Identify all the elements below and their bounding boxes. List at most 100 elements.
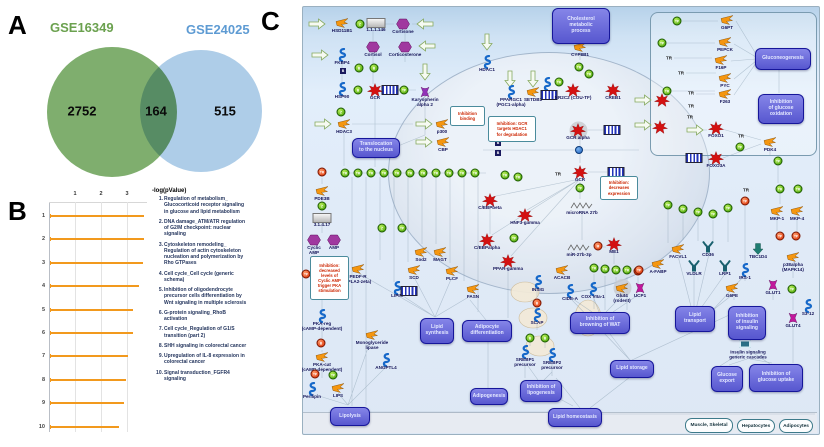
protein-icon — [548, 348, 557, 362]
process-arrow-icon — [686, 124, 704, 136]
metabolite-icon — [366, 41, 380, 53]
monitor-icon — [739, 340, 751, 348]
node-label: CREB1 — [605, 95, 621, 100]
map-text-tr: TR — [688, 103, 694, 109]
process-box-glucose-export: Glucose export — [711, 366, 743, 392]
bar-2 — [50, 237, 144, 242]
process-box-adipogenesis: Adipogenesis — [470, 388, 508, 405]
enzyme-icon — [414, 247, 428, 257]
bar-category-9: 9 — [41, 400, 45, 407]
inhibition-badge-icon: TP — [775, 231, 785, 241]
dna-binding-site-icon — [540, 90, 558, 100]
transcription-factor-icon — [606, 237, 622, 251]
dna-binding-site-icon — [603, 125, 621, 135]
node-label: F16P — [715, 65, 727, 70]
process-arrow-icon — [527, 70, 539, 88]
node-label: SETDB1 — [523, 97, 543, 102]
process-box-adipocyte-differentiation: Adipocyte differentiation — [462, 320, 512, 342]
enzyme-icon — [718, 37, 732, 47]
bar-category-2: 2 — [41, 236, 45, 243]
bar-category-10: 10 — [38, 423, 45, 430]
legend-item-number: 9. — [158, 353, 163, 359]
legend-item-number: 5. — [158, 287, 163, 293]
legend-item-number: 4. — [158, 270, 163, 277]
activation-badge-icon: TR — [457, 168, 467, 178]
enzyme-icon — [337, 119, 351, 129]
enzyme-icon — [651, 259, 665, 269]
node-label: HSP90 — [334, 94, 350, 99]
receptor-icon — [688, 259, 700, 273]
bar-1 — [50, 214, 144, 218]
process-box-lipolysis: Lipolysis — [330, 407, 370, 426]
enzyme-icon — [790, 206, 804, 216]
transport-arrow-icon — [752, 243, 764, 255]
node-label: Perilipin — [302, 394, 322, 399]
gridline — [101, 202, 102, 432]
transcription-factor-icon — [367, 83, 383, 97]
activation-badge-icon: TR — [775, 184, 785, 194]
chart-legend-title: -log(pValue) — [152, 188, 187, 194]
node-label: HDAC1 — [479, 67, 495, 72]
protein-icon — [308, 382, 317, 396]
inhibition-badge-icon: TP — [740, 196, 750, 206]
node-label: G6PT — [721, 25, 733, 30]
legend-item-1: 1.Regulation of metabolism_ Glucocortico… — [152, 196, 278, 215]
enzyme-icon — [718, 73, 732, 83]
node-label: COX VIIa-1 — [581, 294, 605, 299]
enzyme-icon — [725, 283, 739, 293]
activation-badge-icon: TR — [600, 264, 610, 274]
node-label: CBP — [438, 147, 448, 152]
annotation-box-inhibition-decreased-levels-of-cyclic-amp-trigger-pka-stimulation: Inhibition: decreased levels of Cyclic A… — [310, 256, 349, 300]
node-label: Cortisol — [364, 52, 382, 57]
activation-badge-icon: TP — [509, 233, 519, 243]
enzyme-icon — [466, 284, 480, 294]
enzyme-icon — [315, 352, 329, 362]
venn-right-circle — [140, 50, 262, 172]
activation-badge-icon: TP — [678, 204, 688, 214]
node-label: SREBP2 precursor — [541, 360, 563, 371]
activation-badge-icon: TR — [379, 168, 389, 178]
inhibition-badge-icon: TR — [317, 167, 327, 177]
node-label: PDE3B — [314, 196, 330, 201]
legend-item-text: G-protein signaling_RhoB activation — [164, 309, 226, 322]
transcription-factor-icon — [708, 151, 724, 165]
legend-item-text: Cell cycle_Cell cycle (generic schema) — [164, 270, 234, 283]
process-arrow-icon — [314, 118, 332, 130]
node-label: HSD11B1 — [331, 28, 353, 33]
activation-badge-icon: Z — [355, 19, 365, 29]
enzyme-icon — [331, 383, 345, 393]
node-label: G6PE — [725, 293, 739, 298]
receptor-icon — [719, 259, 731, 273]
node-label: GCR alpha — [566, 135, 590, 140]
bar-category-7: 7 — [41, 353, 45, 360]
activation-badge-icon: TR — [392, 168, 402, 178]
activation-badge-icon: TR — [662, 86, 672, 96]
inhibition-badge-icon: TP — [791, 231, 801, 241]
legend-item-4: 4.Cell cycle_Cell cycle (generic schema) — [152, 271, 278, 284]
transcription-factor-icon — [654, 93, 670, 107]
activation-badge-icon: TR — [353, 168, 363, 178]
node-label: Sod2 — [415, 257, 427, 262]
node-label: Monoglyceride lipase — [355, 340, 389, 351]
legend-item-text: SHH signaling in colorectal cancer — [164, 342, 247, 349]
legend-item-8: 8.SHH signaling in colorectal cancer — [152, 343, 278, 349]
enzyme-icon — [436, 137, 450, 147]
activation-badge-icon: TP — [663, 200, 673, 210]
map-text-tr: TR — [555, 171, 561, 177]
protein-icon — [589, 282, 598, 296]
node-label: NR2C2 (COU-TF) — [554, 95, 592, 100]
transcription-factor-icon — [479, 233, 495, 247]
transcription-factor-icon — [652, 120, 668, 134]
node-label: LIPIN — [391, 293, 403, 298]
activation-badge-icon: TR — [793, 184, 803, 194]
node-label: SREBP1 precursor — [514, 357, 536, 368]
venn-right-count: 515 — [214, 103, 236, 119]
transporter-icon — [787, 312, 799, 324]
activation-badge-icon: TP — [693, 207, 703, 217]
process-box-lipid-transport: Lipid transport — [675, 306, 715, 332]
annotation-box-inhibition-binding: Inhibition binding — [450, 106, 485, 126]
node-label: AMP — [328, 245, 340, 250]
transcription-factor-icon — [482, 193, 498, 207]
enzyme-icon — [433, 247, 447, 257]
legend-item-number: 8. — [158, 342, 163, 349]
